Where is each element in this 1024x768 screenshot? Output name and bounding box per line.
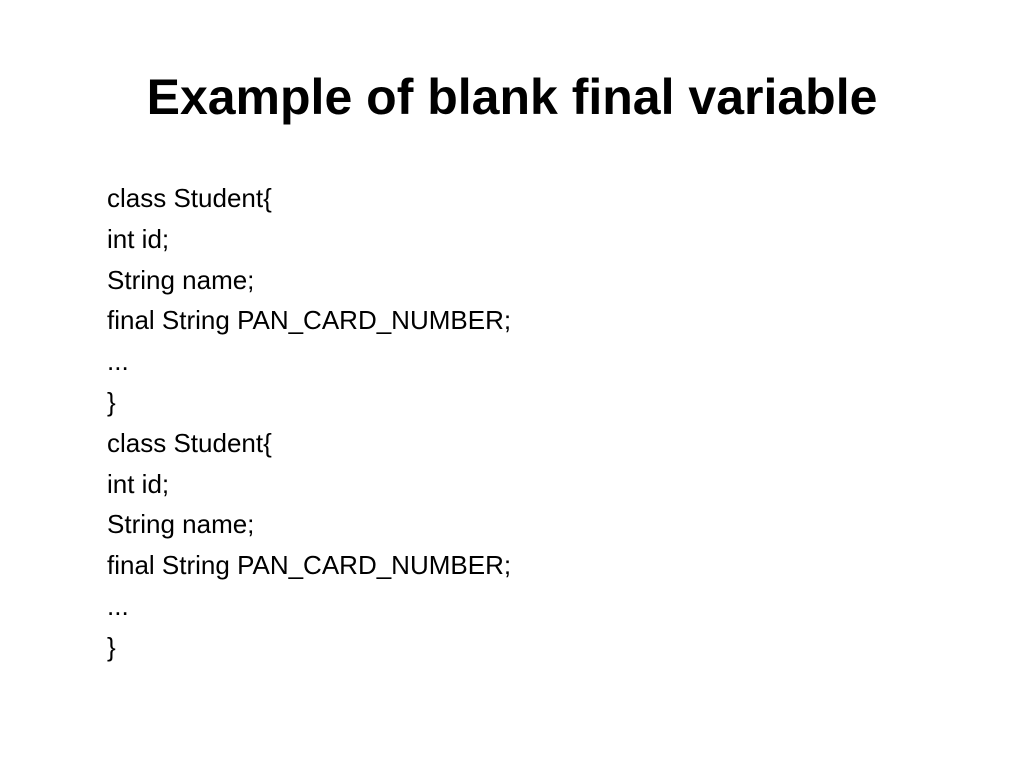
code-line: ... [107,346,129,377]
code-listing: class Student{ int id; String name; fina… [107,178,511,668]
code-line: final String PAN_CARD_NUMBER; [107,305,512,336]
code-line: } [107,631,116,662]
code-line: } [107,386,116,417]
code-line: int id; [107,223,170,254]
code-line: class Student{ [107,427,272,458]
code-line: final String PAN_CARD_NUMBER; [107,550,512,581]
code-line: String name; [107,509,255,540]
code-line: String name; [107,264,255,295]
code-line: ... [107,590,129,621]
slide-title: Example of blank final variable [146,69,878,125]
code-line: class Student{ [107,183,272,213]
code-line: int id; [107,468,170,499]
